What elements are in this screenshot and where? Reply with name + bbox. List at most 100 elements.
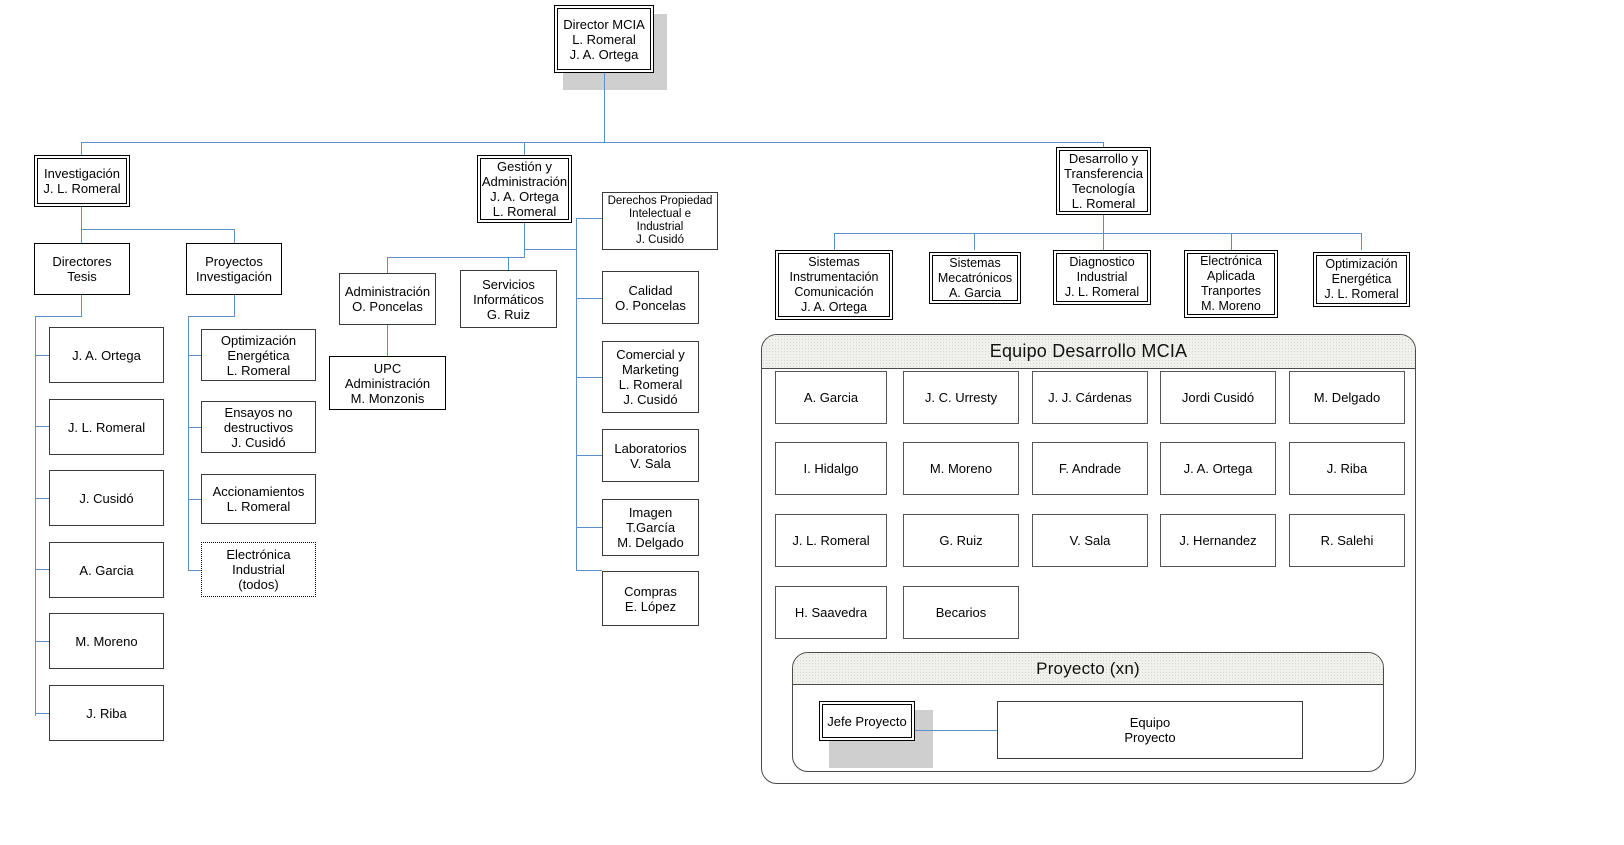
- line: M. Monzonis: [350, 390, 425, 406]
- node-electronica-aplicada[interactable]: Electrónica Aplicada Tranportes M. Moren…: [1184, 250, 1278, 318]
- line: L. Romeral: [618, 377, 683, 392]
- member-label: Jordi Cusidó: [1181, 390, 1255, 405]
- node-director-tesis-3[interactable]: A. Garcia: [49, 542, 164, 598]
- node-director-mcia-text: Director MCIA L. Romeral J. A. Ortega: [557, 17, 651, 62]
- line: L. Romeral: [226, 499, 291, 514]
- line: O. Poncelas: [352, 299, 423, 314]
- node-desarrollo-transferencia[interactable]: Desarrollo y Transferencia Tecnología L.…: [1056, 147, 1151, 215]
- line: Informáticos: [473, 291, 544, 307]
- node-proyecto-inv-2[interactable]: Accionamientos L. Romeral: [201, 474, 316, 524]
- member-cell[interactable]: Becarios: [903, 586, 1019, 639]
- line: A. Garcia: [948, 285, 1002, 300]
- node-imagen[interactable]: Imagen T.García M. Delgado: [602, 499, 699, 556]
- node-director-tesis-5[interactable]: J. Riba: [49, 685, 164, 741]
- line: L. Romeral: [1071, 196, 1136, 211]
- node-optimizacion-energetica-dev-text: Optimización Energética J. L. Romeral: [1318, 257, 1404, 302]
- node-compras[interactable]: Compras E. López: [602, 571, 699, 626]
- member-cell[interactable]: J. C. Urresty: [903, 371, 1019, 424]
- node-proyecto-inv-1[interactable]: Ensayos no destructivos J. Cusidó: [201, 401, 316, 453]
- node-administracion[interactable]: Administración O. Poncelas: [339, 273, 436, 325]
- line: Gestión y: [497, 159, 552, 174]
- line: Energética: [1331, 272, 1392, 286]
- connector-desarrollo-drop-3: [1231, 233, 1232, 250]
- line: Tesis: [67, 269, 97, 284]
- connector-desarrollo-drop-2: [1103, 233, 1104, 250]
- panel-proyecto-title-text: Proyecto (xn): [1036, 658, 1140, 678]
- panel-proyecto-title: Proyecto (xn): [793, 653, 1383, 685]
- connector-directores-stem: [81, 295, 82, 316]
- node-proyectos-investigacion[interactable]: Proyectos Investigación: [186, 243, 282, 295]
- line: M. Moreno: [75, 633, 138, 649]
- connector-bus-to-gestion: [524, 142, 525, 156]
- node-investigacion[interactable]: Investigación J. L. Romeral: [34, 155, 130, 207]
- member-cell[interactable]: I. Hidalgo: [775, 442, 887, 495]
- member-label: V. Sala: [1069, 533, 1111, 548]
- node-gestion-administracion[interactable]: Gestión y Administración J. A. Ortega L.…: [477, 155, 572, 223]
- connector-directores-tick: [35, 426, 49, 427]
- node-gestion-text: Gestión y Administración J. A. Ortega L.…: [476, 159, 573, 219]
- node-comercial-marketing[interactable]: Comercial y Marketing L. Romeral J. Cusi…: [602, 341, 699, 413]
- line: Servicios: [482, 276, 535, 292]
- connector-directores-tick: [35, 569, 49, 570]
- member-cell[interactable]: J. J. Cárdenas: [1032, 371, 1148, 424]
- connector-directores-tick: [35, 498, 49, 499]
- line: destructivos: [223, 419, 294, 435]
- line: J. Riba: [86, 705, 127, 721]
- line: Equipo: [1129, 715, 1171, 730]
- connector-to-administracion: [387, 257, 388, 273]
- node-jefe-proyecto[interactable]: Jefe Proyecto: [819, 701, 915, 741]
- node-laboratorios[interactable]: Laboratorios V. Sala: [602, 429, 699, 482]
- panel-equipo-title-text: Equipo Desarrollo MCIA: [989, 341, 1188, 361]
- node-sistemas-mecatronicos[interactable]: Sistemas Mecatrónicos A. Garcia: [929, 252, 1021, 304]
- member-cell[interactable]: H. Saavedra: [775, 586, 887, 639]
- member-cell[interactable]: J. A. Ortega: [1160, 442, 1276, 495]
- member-cell[interactable]: J. L. Romeral: [775, 514, 887, 567]
- line: Administración: [481, 174, 568, 189]
- node-director-mcia[interactable]: Director MCIA L. Romeral J. A. Ortega: [554, 5, 654, 73]
- line: Electrónica: [1200, 254, 1262, 268]
- node-derechos-propiedad[interactable]: Derechos Propiedad Intelectual e Industr…: [602, 192, 718, 250]
- connector-to-servicios-informaticos: [508, 257, 509, 273]
- line: Laboratorios: [614, 440, 687, 456]
- connector-jefe-to-equipo: [915, 730, 997, 731]
- member-cell[interactable]: F. Andrade: [1032, 442, 1148, 495]
- connector-proyectos-stem: [234, 295, 235, 316]
- member-label: J. C. Urresty: [924, 390, 998, 405]
- node-directores-tesis[interactable]: Directores Tesis: [34, 243, 130, 295]
- line: Jefe Proyecto: [827, 713, 907, 729]
- node-servicios-informaticos[interactable]: Servicios Informáticos G. Ruiz: [460, 270, 557, 328]
- node-director-tesis-4[interactable]: M. Moreno: [49, 613, 164, 669]
- node-proyecto-inv-3[interactable]: Electrónica Industrial (todos): [201, 542, 316, 597]
- node-director-tesis-0[interactable]: J. A. Ortega: [49, 327, 164, 383]
- member-label: J. Hernandez: [1179, 533, 1257, 548]
- node-director-tesis-1[interactable]: J. L. Romeral: [49, 399, 164, 455]
- line: J. Cusidó: [623, 392, 678, 407]
- member-cell[interactable]: Jordi Cusidó: [1160, 371, 1276, 424]
- member-cell[interactable]: J. Riba: [1289, 442, 1405, 495]
- node-proyecto-inv-0[interactable]: Optimización Energética L. Romeral: [201, 329, 316, 381]
- member-cell[interactable]: V. Sala: [1032, 514, 1148, 567]
- line: Electrónica: [226, 547, 291, 562]
- member-cell[interactable]: M. Delgado: [1289, 371, 1405, 424]
- member-cell[interactable]: M. Moreno: [903, 442, 1019, 495]
- member-cell[interactable]: A. Garcia: [775, 371, 887, 424]
- node-diagnostico-industrial[interactable]: Diagnostico Industrial J. L. Romeral: [1053, 250, 1151, 305]
- node-calidad[interactable]: Calidad O. Poncelas: [602, 271, 699, 324]
- line: Directores: [52, 254, 112, 269]
- connector-to-directores-tesis: [81, 229, 82, 243]
- node-sistemas-instrumentacion[interactable]: Sistemas Instrumentación Comunicación J.…: [775, 250, 893, 320]
- line: (todos): [238, 577, 279, 592]
- member-cell[interactable]: G. Ruiz: [903, 514, 1019, 567]
- member-label: R. Salehi: [1320, 533, 1374, 548]
- member-cell[interactable]: J. Hernandez: [1160, 514, 1276, 567]
- node-equipo-proyecto[interactable]: Equipo Proyecto: [997, 701, 1303, 759]
- node-upc-administracion[interactable]: UPC Administración M. Monzonis: [329, 356, 446, 410]
- connector-gestion-right-tick: [576, 570, 602, 571]
- connector-proyectos-tick: [188, 499, 201, 500]
- connector-gestion-right-tick: [576, 377, 602, 378]
- node-optimizacion-energetica-dev[interactable]: Optimización Energética J. L. Romeral: [1313, 252, 1410, 307]
- member-cell[interactable]: R. Salehi: [1289, 514, 1405, 567]
- line: A. Garcia: [79, 562, 134, 578]
- node-director-tesis-2[interactable]: J. Cusidó: [49, 470, 164, 526]
